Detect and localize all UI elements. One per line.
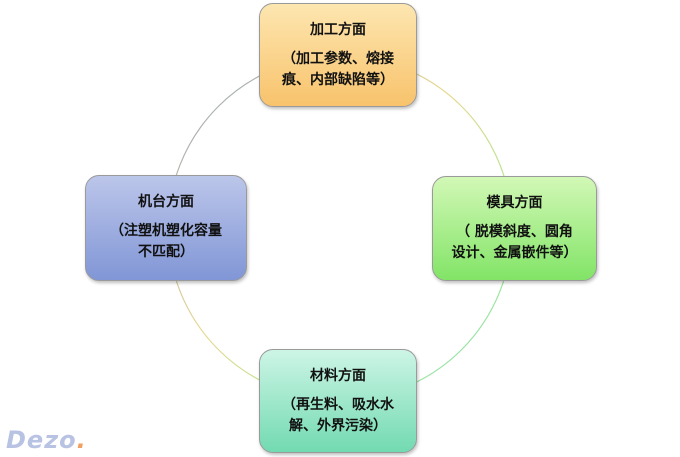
- node-title: 机台方面: [138, 194, 194, 210]
- node-title: 材料方面: [310, 368, 366, 384]
- node-detail-line: （ 脱模斜度、圆角: [456, 224, 573, 240]
- node-detail-line: 设计、金属嵌件等）: [451, 245, 578, 261]
- node-title: 模具方面: [486, 195, 543, 211]
- node-detail-line: 痕、内部缺陷等）: [282, 72, 394, 88]
- node-detail-line: 不匹配）: [138, 244, 194, 260]
- node-detail-line: 解、外界污染）: [289, 418, 387, 434]
- watermark-text: Dezo: [6, 426, 77, 454]
- node-processing: 加工方面 （加工参数、熔接 痕、内部缺陷等）: [259, 3, 417, 107]
- node-machine: 机台方面 （注塑机塑化容量 不匹配）: [85, 175, 247, 281]
- watermark-dot: .: [76, 426, 87, 454]
- node-title: 加工方面: [310, 22, 366, 38]
- node-mold: 模具方面 （ 脱模斜度、圆角 设计、金属嵌件等）: [432, 176, 597, 281]
- node-detail-line: （再生料、吸水水: [282, 397, 394, 413]
- node-detail-line: （注塑机塑化容量: [110, 223, 222, 239]
- node-material: 材料方面 （再生料、吸水水 解、外界污染）: [259, 349, 417, 453]
- node-detail-line: （加工参数、熔接: [282, 51, 394, 67]
- watermark-logo: Dezo.: [6, 426, 87, 454]
